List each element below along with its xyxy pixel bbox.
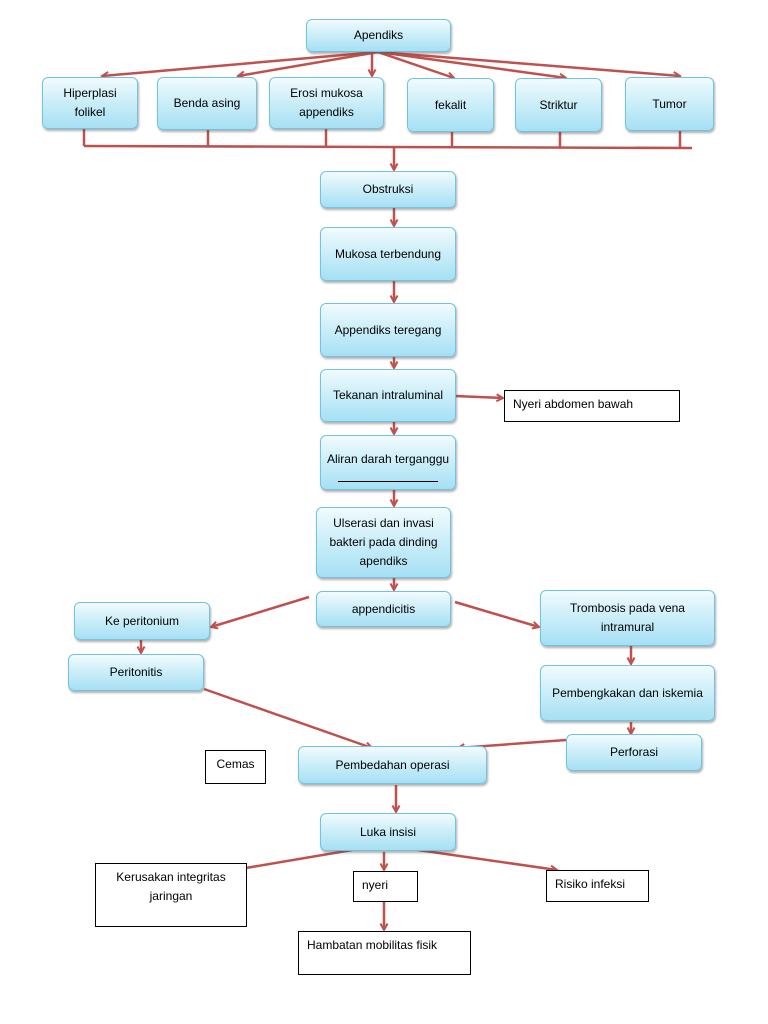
node-hiperplasi-folikel: Hiperplasi folikel: [42, 77, 138, 129]
node-obstruksi: Obstruksi: [320, 171, 456, 208]
node-nyeri: nyeri: [353, 871, 418, 902]
node-hambatan-mobilitas: Hambatan mobilitas fisik: [298, 931, 471, 975]
node-risiko-infeksi: Risiko infeksi: [546, 870, 649, 902]
node-fekalit: fekalit: [407, 78, 494, 132]
arrow-appendicitis-to-peritonium: [211, 595, 310, 627]
node-erosi-mukosa: Erosi mukosa appendiks: [269, 77, 384, 129]
node-kerusakan-integritas: Kerusakan integritas jaringan: [95, 863, 247, 927]
collector-bar: [83, 144, 693, 150]
node-appendiks-teregang: Appendiks teregang: [320, 303, 456, 357]
node-pembengkakan-iskemia: Pembengkakan dan iskemia: [540, 665, 715, 721]
node-pembedahan-operasi: Pembedahan operasi: [298, 746, 487, 784]
arrow-apendiks-to-fekalit: [377, 50, 454, 78]
arrow-apendiks-to-hiperplasi: [102, 50, 379, 76]
node-mukosa-terbendung: Mukosa terbendung: [320, 227, 456, 281]
node-peritonitis: Peritonitis: [68, 654, 204, 691]
node-nyeri-abdomen-bawah: Nyeri abdomen bawah: [504, 390, 680, 422]
arrow-luka-to-kerusakan: [240, 848, 353, 869]
node-tumor: Tumor: [625, 77, 714, 131]
node-trombosis: Trombosis pada vena intramural: [540, 590, 715, 646]
node-ulserasi: Ulserasi dan invasi bakteri pada dinding…: [316, 507, 451, 578]
node-cemas: Cemas: [205, 750, 266, 784]
node-ke-peritonium: Ke peritonium: [74, 602, 210, 640]
node-tekanan-intraluminal: Tekanan intraluminal: [320, 369, 456, 422]
arrow-peritonitis-to-pembedahan: [203, 687, 372, 748]
node-striktur: Striktur: [515, 78, 602, 132]
node-benda-asing: Benda asing: [157, 77, 257, 130]
arrow-apendiks-to-tumor: [377, 50, 680, 76]
node-appendicitis: appendicitis: [316, 591, 451, 627]
arrow-apendiks-to-striktur: [377, 50, 566, 78]
arrow-appendicitis-to-trombosis: [454, 600, 539, 627]
arrow-tekanan-to-nyeri-abdomen: [454, 396, 503, 398]
aliran-underline: [338, 481, 438, 482]
node-perforasi: Perforasi: [566, 734, 702, 771]
arrow-apendiks-to-benda-asing: [238, 50, 379, 76]
node-luka-insisi: Luka insisi: [320, 813, 456, 851]
arrow-luka-to-risiko: [417, 848, 557, 870]
node-apendiks: Apendiks: [306, 19, 451, 52]
node-aliran-darah-terganggu: Aliran darah terganggu: [320, 435, 456, 490]
